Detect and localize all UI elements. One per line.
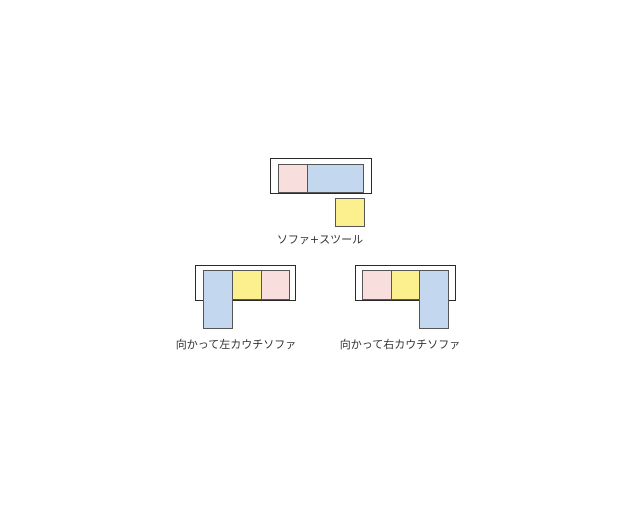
- seat-cushion-yellow: [232, 270, 262, 300]
- seat-cushion-pink: [278, 164, 308, 193]
- caption-sofa-stool: ソファ+スツール: [276, 233, 364, 246]
- seat-cushion-yellow: [391, 270, 420, 300]
- seat-cushion-pink: [261, 270, 290, 300]
- stool: [335, 198, 365, 227]
- seat-cushion-blue: [307, 164, 364, 193]
- chaise-cushion: [419, 270, 449, 329]
- caption-right-couch: 向かって右カウチソファ: [339, 338, 461, 351]
- seat-cushion-pink: [362, 270, 392, 300]
- caption-left-couch: 向かって左カウチソファ: [175, 338, 297, 351]
- chaise-cushion: [203, 270, 233, 329]
